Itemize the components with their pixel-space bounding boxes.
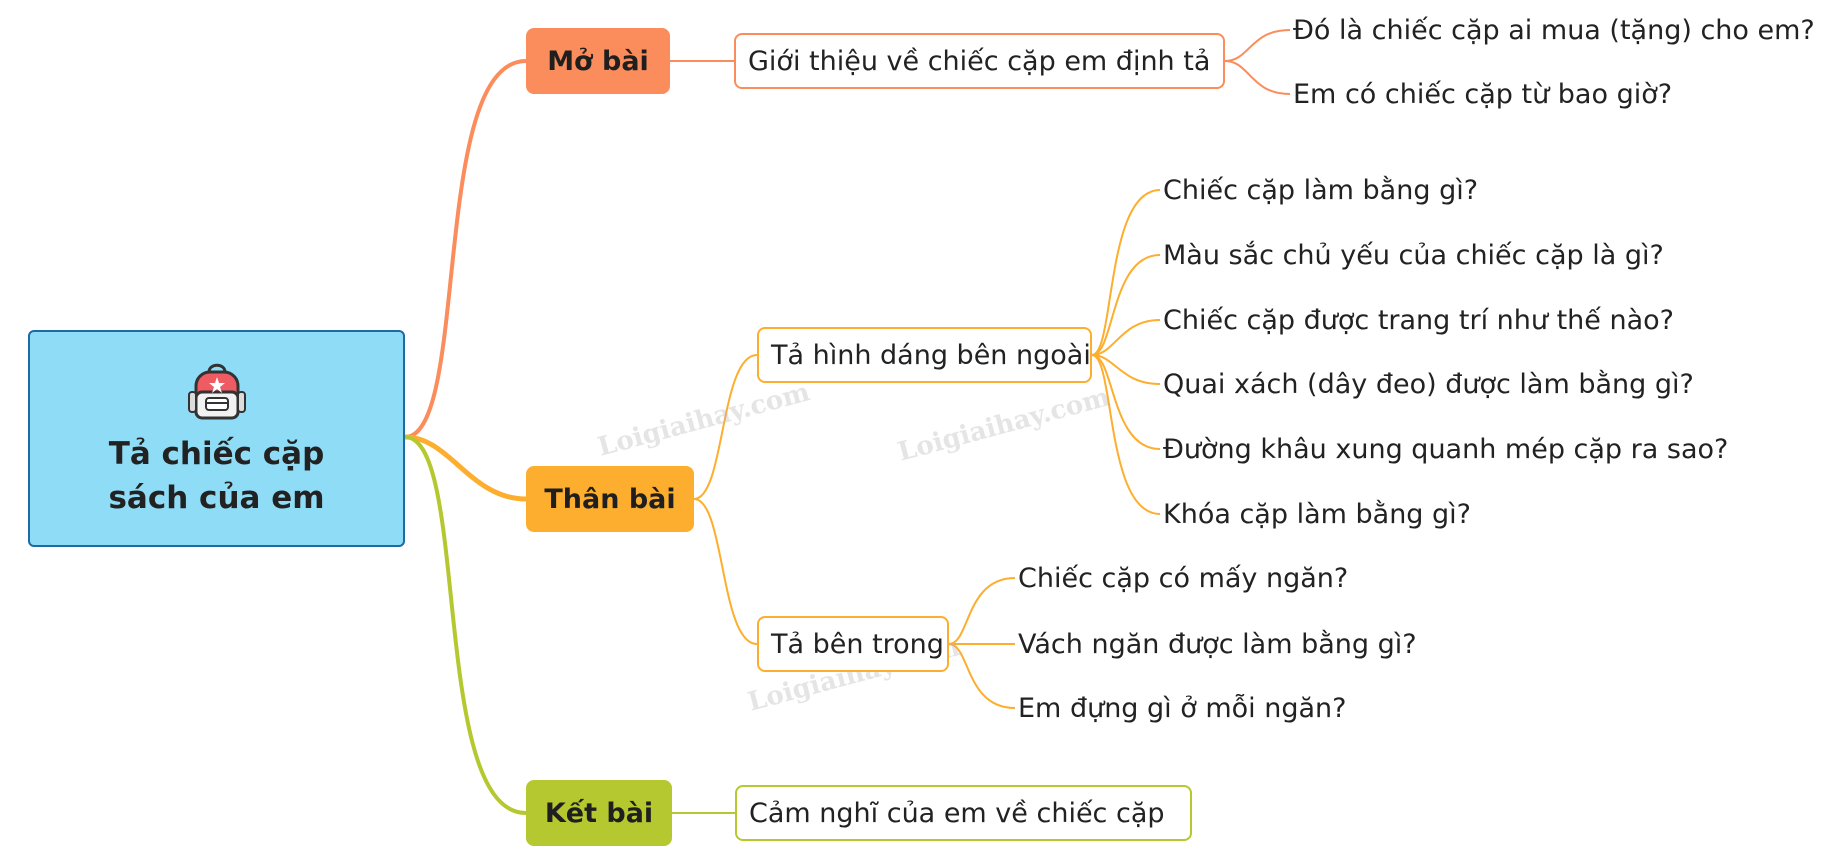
- link-root-body: [404, 434, 527, 502]
- topic-exterior[interactable]: Tả hình dáng bên ngoài: [757, 327, 1092, 383]
- leaf-exterior-5[interactable]: Đường khâu xung quanh mép cặp ra sao?: [1163, 433, 1729, 465]
- link-ext-leaf-3: [1091, 319, 1161, 356]
- link-ext-leaf-5: [1091, 354, 1161, 450]
- link-root-end: [404, 435, 527, 815]
- leaf-interior-3[interactable]: Em đựng gì ở mỗi ngăn?: [1018, 692, 1347, 724]
- leaf-exterior-4[interactable]: Quai xách (dây đeo) được làm bằng gì?: [1163, 368, 1694, 400]
- link-ext-leaf-6: [1091, 354, 1161, 515]
- backpack-icon: [187, 363, 246, 419]
- leaf-interior-2[interactable]: Vách ngăn được làm bằng gì?: [1018, 628, 1417, 660]
- section-body[interactable]: Thân bài: [526, 466, 694, 532]
- section-open[interactable]: Mở bài: [526, 28, 670, 94]
- section-end[interactable]: Kết bài: [526, 780, 672, 846]
- topic-interior[interactable]: Tả bên trong: [757, 616, 949, 672]
- link-ext-leaf-1: [1091, 189, 1161, 356]
- link-open-leaf-2: [1224, 60, 1291, 95]
- leaf-exterior-2[interactable]: Màu sắc chủ yếu của chiếc cặp là gì?: [1163, 239, 1664, 271]
- link-ext-leaf-4: [1091, 354, 1161, 385]
- link-ext-leaf-2: [1091, 254, 1161, 356]
- leaf-exterior-1[interactable]: Chiếc cặp làm bằng gì?: [1163, 174, 1479, 206]
- root-topic[interactable]: Tả chiếc cặp sách của em: [28, 330, 405, 547]
- link-root-open: [404, 59, 527, 439]
- root-title: Tả chiếc cặp sách của em: [108, 435, 325, 516]
- topic-conclusion[interactable]: Cảm nghĩ của em về chiếc cặp: [735, 785, 1192, 841]
- leaf-open-1[interactable]: Đó là chiếc cặp ai mua (tặng) cho em?: [1293, 14, 1815, 46]
- link-int-leaf-1: [948, 577, 1016, 645]
- leaf-exterior-3[interactable]: Chiếc cặp được trang trí như thế nào?: [1163, 304, 1674, 336]
- topic-open-intro[interactable]: Giới thiệu về chiếc cặp em định tả: [734, 33, 1225, 89]
- link-body-interior: [693, 498, 758, 645]
- leaf-interior-1[interactable]: Chiếc cặp có mấy ngăn?: [1018, 562, 1349, 594]
- link-open-leaf-1: [1224, 29, 1291, 62]
- leaf-open-2[interactable]: Em có chiếc cặp từ bao giờ?: [1293, 78, 1673, 110]
- link-int-leaf-3: [948, 643, 1016, 709]
- link-body-exterior: [693, 354, 758, 500]
- leaf-exterior-6[interactable]: Khóa cặp làm bằng gì?: [1163, 498, 1471, 530]
